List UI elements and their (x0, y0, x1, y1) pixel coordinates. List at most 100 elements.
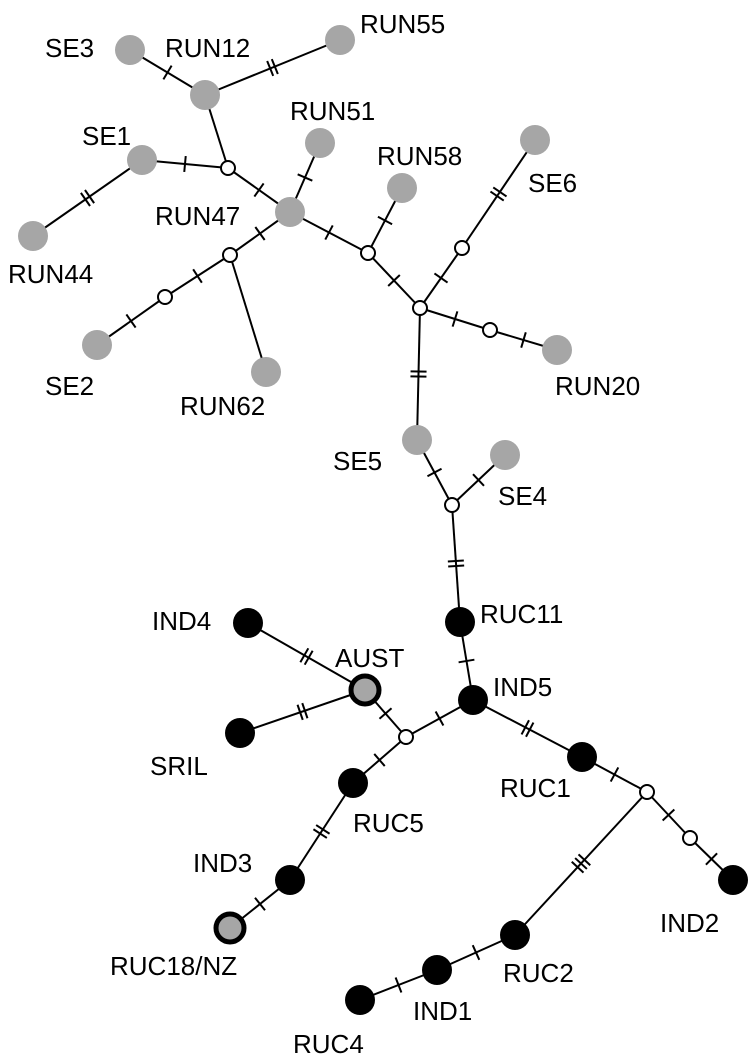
haplotype-node-run44 (18, 221, 48, 251)
mutation-tick (192, 268, 203, 284)
network-edges (32, 39, 734, 1001)
mutation-tick (324, 224, 334, 241)
mutation-tick (301, 702, 309, 719)
label-aust: AUST (335, 643, 404, 673)
mutation-tick (266, 60, 275, 77)
haplotype-node-run47 (275, 197, 305, 227)
haplotype-node-run51 (305, 128, 335, 158)
label-ruc4: RUC4 (293, 1029, 364, 1059)
haplotype-node-ruc11 (445, 607, 475, 637)
mutation-tick (303, 650, 314, 666)
mutation-tick (299, 647, 310, 663)
edge-line (472, 699, 583, 758)
edge-run12-run55 (204, 39, 341, 96)
mutation-tick (520, 332, 527, 348)
mutation-tick (525, 722, 535, 738)
mutation-tick (312, 828, 328, 839)
label-ind5: IND5 (493, 672, 552, 702)
edge-line (461, 139, 536, 249)
mutation-tick (162, 65, 173, 80)
mutation-tick (451, 311, 459, 327)
edge-line (451, 504, 461, 623)
edge-m5-se5 (410, 307, 427, 441)
edge-line (204, 39, 341, 96)
mutation-tick (520, 719, 530, 735)
mutation-tick (472, 473, 485, 487)
haplotype-node-ruc4 (345, 985, 375, 1015)
mutation-tick (705, 852, 718, 866)
mutation-tick (577, 853, 591, 866)
mutation-tick (125, 313, 137, 329)
edge-ruc5-ind3 (289, 782, 354, 881)
mutation-tick (84, 189, 95, 204)
haplotype-node-se4 (490, 440, 520, 470)
mutation-tick (661, 808, 676, 822)
haplotype-node-ruc1 (567, 742, 597, 772)
label-run44: RUN44 (8, 259, 93, 289)
label-run20: RUN20 (555, 371, 640, 401)
label-ruc2: RUC2 (503, 958, 574, 988)
edge-m5-m6 (419, 247, 463, 309)
haplotype-node-se1 (127, 145, 157, 175)
label-run62: RUN62 (180, 391, 265, 421)
mutation-tick (254, 226, 266, 241)
mutation-tick (183, 155, 187, 173)
mutation-tick (394, 977, 403, 993)
haplotype-node-ruc5 (338, 768, 368, 798)
median-vector-node (454, 240, 470, 256)
label-run51: RUN51 (290, 96, 375, 126)
median-vector-node (482, 322, 498, 338)
edge-m5-m7 (419, 307, 491, 331)
haplotype-node-run20 (542, 335, 572, 365)
mutation-tick (434, 711, 445, 726)
haplotype-node-se2 (82, 330, 112, 360)
label-run58: RUN58 (377, 141, 462, 171)
network-labels: SE3 RUN12 RUN55 SE1 RUN51 RUN58 SE6 RUN4… (8, 9, 719, 1059)
median-vector-node (639, 784, 655, 800)
haplotype-node-se6 (520, 125, 550, 155)
mutation-tick (378, 707, 393, 720)
label-ruc11: RUC11 (480, 599, 563, 629)
edge-line (289, 782, 354, 881)
mutation-tick (492, 186, 508, 198)
haplotype-node-ind2 (718, 865, 748, 895)
median-vector-node (412, 300, 428, 316)
edge-m6-se6 (461, 139, 536, 249)
mutation-tick (458, 658, 475, 664)
mutation-tick (377, 215, 393, 226)
mutation-tick (80, 192, 91, 207)
label-run12: RUN12 (165, 33, 250, 63)
label-se1: SE1 (82, 121, 131, 151)
mutation-tick (253, 182, 265, 198)
haplotype-node-run62 (251, 357, 281, 387)
haplotype-node-run58 (387, 173, 417, 203)
edge-line (416, 307, 421, 441)
edge-ind4-aust (247, 622, 366, 691)
label-run55: RUN55 (360, 9, 445, 39)
label-se2: SE2 (45, 371, 94, 401)
median-vector-node (157, 289, 173, 305)
label-ruc18nz: RUC18/NZ (110, 951, 237, 981)
edge-m2-m3 (164, 254, 231, 298)
median-vector-node (220, 160, 236, 176)
mutation-tick (571, 861, 585, 874)
label-ind4: IND4 (152, 606, 211, 636)
label-se5: SE5 (333, 446, 382, 476)
label-se4: SE4 (498, 481, 547, 511)
median-vector-node (682, 830, 698, 846)
edge-m4-m5 (367, 252, 421, 309)
label-run47: RUN47 (155, 201, 240, 231)
network-nodes (18, 25, 748, 1015)
mutation-tick (296, 704, 304, 721)
edge-ind5-ruc1 (472, 699, 583, 758)
haplotype-node-run12 (190, 80, 220, 110)
haplotype-node-aust (348, 673, 382, 707)
haplotype-node-se3 (115, 35, 145, 65)
haplotype-node-ruc2 (500, 920, 530, 950)
label-se6: SE6 (528, 168, 577, 198)
edge-m8-ruc11 (447, 504, 465, 623)
haplotype-node-sril (225, 718, 255, 748)
mutation-tick (609, 766, 620, 783)
edge-m10-m11 (646, 791, 691, 839)
